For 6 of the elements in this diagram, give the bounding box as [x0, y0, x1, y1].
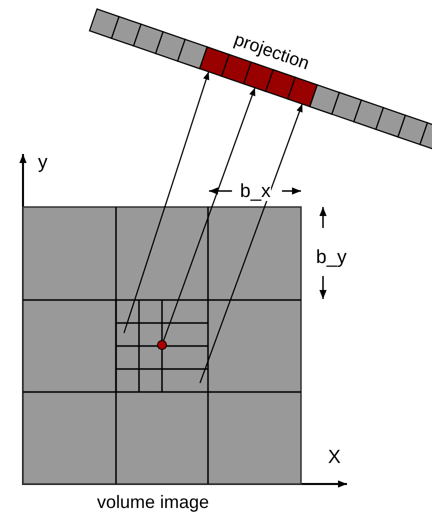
dimension-label: b_y: [316, 248, 347, 267]
arrow: [163, 88, 256, 340]
arrow: [123, 72, 210, 334]
arrow: [199, 104, 303, 384]
dimension-label: b_x: [240, 182, 271, 201]
image-caption: volume image: [97, 493, 210, 511]
